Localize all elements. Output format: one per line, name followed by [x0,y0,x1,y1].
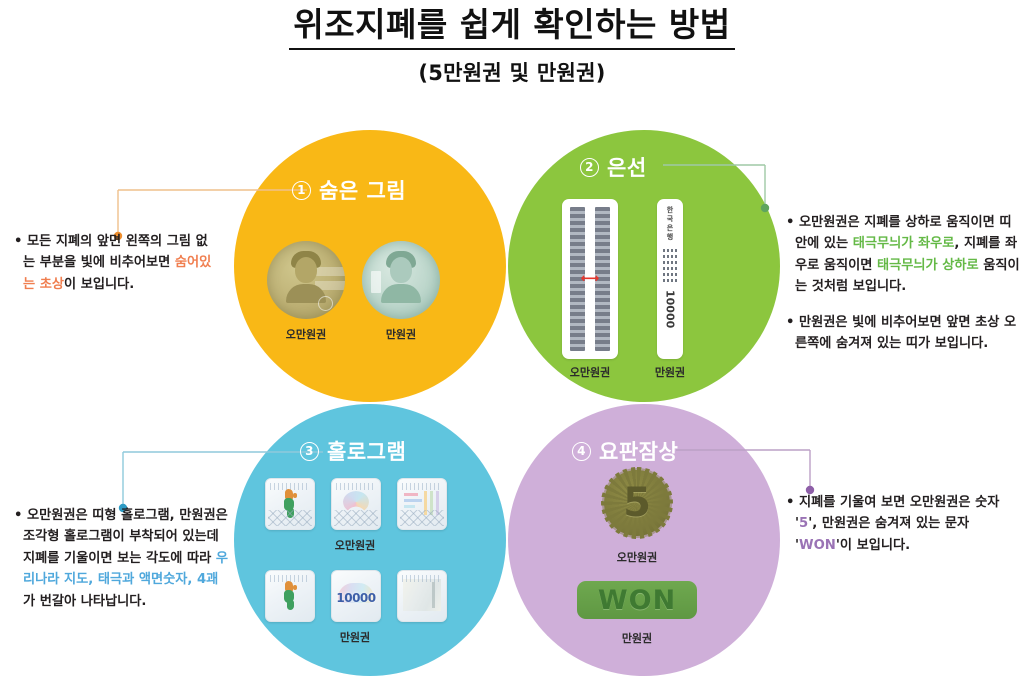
coin-seal-icon [318,296,333,311]
hologram-tile-50000-taegeuk [331,478,381,530]
title-block: 위조지폐를 쉽게 확인하는 방법 (5만원권 및 만원권) [0,5,1024,87]
description-section-4: • 지폐를 기울여 보면 오만원권은 숫자 '5', 만원권은 숨겨져 있는 문… [786,492,1012,556]
coin-band-upper [315,267,345,276]
section-1-heading: 1 숨은 그림 [292,175,406,205]
hidden-portrait-10000-image [362,241,440,319]
hologram-tile-10000-value: 10000 [331,570,381,622]
hologram-tile-10000-map [265,570,315,622]
left-right-arrow-icon: ⟷ [580,271,600,287]
description-section-1-paragraph: • 모든 지폐의 앞면 왼쪽의 그림 없는 부분을 빛에 비추어보면 숨어있는 … [14,234,212,292]
description-section-3-paragraph: • 오만원권은 띠형 홀로그램, 만원권은 조각형 홀로그램이 부착되어 있는데… [14,508,228,609]
caption-50000-section-3: 오만원권 [334,539,376,552]
description-section-3: • 오만원권은 띠형 홀로그램, 만원권은 조각형 홀로그램이 부착되어 있는데… [14,505,229,612]
description-section-4-paragraph: • 지폐를 기울여 보면 오만원권은 숫자 '5', 만원권은 숨겨져 있는 문… [786,495,1000,553]
thread-strip-right [595,207,610,351]
description-section-2-bullet-1: • 오만원권은 지폐를 상하로 움직이면 띠 안에 있는 태극무늬가 좌우로, … [786,215,1020,295]
hologram-value-label: 10000 [336,591,376,605]
hologram-tile-50000-pattern [397,478,447,530]
section-4-title: 요판잠상 [599,440,679,464]
hidden-portrait-50000-image [267,241,345,319]
caption-10000-section-3: 만원권 [339,631,371,644]
security-thread-50000-image: ⟷ [562,199,618,359]
section-4-number: 4 [572,441,591,461]
section-3-number: 3 [300,441,319,461]
korea-map-icon-2 [282,581,298,611]
portrait-king-sejong-icon [379,250,423,303]
caption-10000-section-4: 만원권 [621,632,653,645]
circle-section-2 [508,130,780,402]
section-1-title: 숨은 그림 [319,179,407,203]
caption-50000-section-1: 오만원권 [285,328,327,341]
coin-glyph-icon [371,271,381,293]
thread-pattern-rows [663,249,677,282]
latent-five-glyph: 5 [623,480,651,526]
thread-10000-content: 한국은행 10000 [657,199,683,359]
latent-image-50000-five: 5 [601,467,673,539]
caption-50000-section-4: 오만원권 [616,551,658,564]
latent-image-10000-won: WON [577,581,697,619]
caption-50000-section-2: 오만원권 [569,366,611,379]
denomination-pattern-icon [404,489,440,517]
section-1-number: 1 [292,180,311,200]
page-subtitle: (5만원권 및 만원권) [418,60,606,85]
coin-band-lower [315,281,345,290]
section-2-number: 2 [580,157,599,177]
description-section-2-bullet-2: • 만원권은 빛에 비추어보면 앞면 초상 오른쪽에 숨겨져 있는 띠가 보입니… [786,314,1017,351]
thread-denomination-number: 10000 [663,290,677,329]
page-title: 위조지폐를 쉽게 확인하는 방법 [289,5,735,50]
section-3-heading: 3 홀로그램 [300,436,406,466]
section-2-heading: 2 은선 [580,152,647,182]
description-section-2: • 오만원권은 지폐를 상하로 움직이면 띠 안에 있는 태극무늬가 좌우로, … [786,212,1020,354]
description-section-1: • 모든 지폐의 앞면 왼쪽의 그림 없는 부분을 빛에 비추어보면 숨어있는 … [14,231,219,295]
section-3-title: 홀로그램 [327,440,407,464]
circle-section-3 [234,404,506,676]
hologram-tile-10000-pattern [397,570,447,622]
caption-10000-section-1: 만원권 [385,328,417,341]
thread-bank-label: 한국은행 [666,206,674,242]
latent-won-glyph: WON [597,584,677,616]
caption-10000-section-2: 만원권 [654,366,686,379]
section-2-title: 은선 [607,156,647,180]
taegeuk-icon [343,491,369,513]
security-thread-10000-image: 한국은행 10000 [657,199,683,359]
portrait-shin-saimdang-icon [284,250,328,303]
thread-strip-left [570,207,585,351]
hologram-tile-50000-map [265,478,315,530]
section-4-heading: 4 요판잠상 [572,436,678,466]
